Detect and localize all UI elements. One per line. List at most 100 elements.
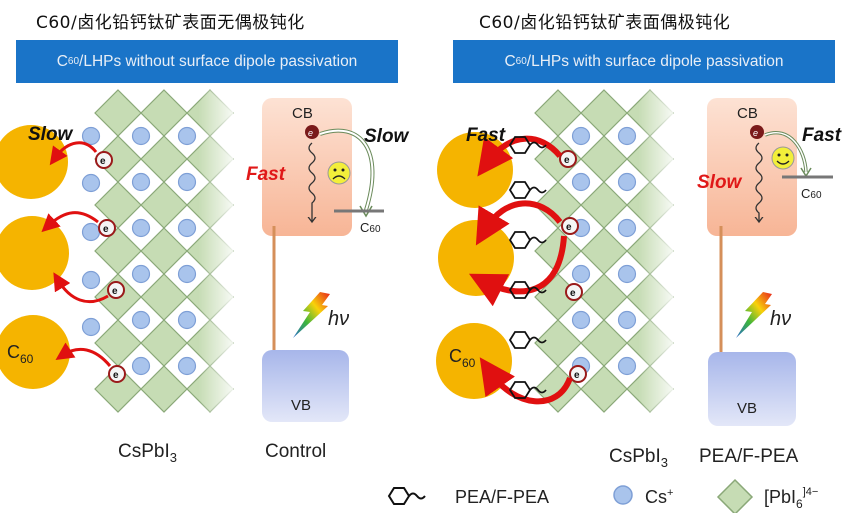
c60-sphere <box>438 220 514 296</box>
electron-icon <box>107 281 125 299</box>
left-vb-box <box>262 350 349 422</box>
right-band-diagram: CB e C60 Slow Fast VB hν PEA/F-PEA <box>697 98 842 467</box>
electron-icon <box>98 219 116 237</box>
electron-icon <box>565 283 583 301</box>
electron-icon <box>569 365 587 383</box>
right-caption: PEA/F-PEA <box>699 446 799 467</box>
right-lattice-label: CsPbI3 <box>609 446 668 470</box>
legend-item-pbi6: [PbI6]4− <box>716 478 818 513</box>
electron-icon <box>559 150 577 168</box>
happy-face-icon <box>771 146 795 170</box>
left-transfer-label: Slow <box>28 124 74 145</box>
right-c60-label: C60 <box>449 346 476 370</box>
pea-molecule <box>508 331 532 349</box>
left-perovskite-lattice <box>94 89 234 413</box>
left-banner-sub: 60 <box>67 56 80 67</box>
left-extraction-label: Slow <box>364 126 410 147</box>
left-title: C60/卤化铅钙钛矿表面无偶极钝化 <box>36 13 305 33</box>
right-banner-sub: 60 <box>515 56 527 67</box>
electron-glyph: e <box>570 288 576 299</box>
cs-ion <box>81 222 101 242</box>
left-acceptor-label: C60 <box>360 220 381 235</box>
cs-ion <box>81 173 101 193</box>
electron-glyph: e <box>566 222 572 233</box>
left-vb-label: VB <box>291 397 311 414</box>
legend-item-pea: PEA/F-PEA <box>387 487 549 507</box>
pea-molecule <box>508 181 532 199</box>
left-recombination-arrow <box>309 142 315 222</box>
right-extraction-arrow-inner <box>764 132 807 173</box>
left-cb-electron-icon <box>305 125 319 139</box>
legend-item-cs: Cs+ <box>613 485 673 507</box>
right-vb-box <box>708 352 796 426</box>
cs-ion-icon <box>613 485 633 505</box>
legend-label-pbi6: [PbI6]4− <box>764 486 818 511</box>
pea-molecule <box>508 231 532 249</box>
cs-ion <box>81 126 101 146</box>
legend-label-cs: Cs+ <box>645 487 673 507</box>
right-cb-label: CB <box>737 105 758 122</box>
pea-chain <box>529 141 547 149</box>
right-recombination-label: Slow <box>697 172 743 193</box>
right-photon-bolt-icon <box>736 292 772 338</box>
c60-sphere <box>0 125 68 199</box>
c60-sphere <box>0 315 70 389</box>
lattice-fade <box>535 90 673 412</box>
pea-chain <box>529 186 547 194</box>
legend: PEA/F-PEA Cs+ [PbI6]4− <box>387 478 818 513</box>
left-banner-text: /LHPs without surface dipole passivation <box>79 52 358 70</box>
right-extraction-label: Fast <box>802 125 842 146</box>
cs-ion <box>81 317 101 337</box>
right-recombination-arrow <box>756 142 762 222</box>
electron-icon <box>108 365 126 383</box>
left-caption: Control <box>265 441 326 462</box>
left-cb-electron-glyph: e <box>308 128 313 138</box>
fast-transfer-arrow <box>475 200 563 246</box>
right-banner-c: C <box>504 52 516 70</box>
right-acceptor-label: C60 <box>801 186 822 201</box>
right-cb-electron-glyph: e <box>753 128 758 138</box>
left-lattice-label: CsPbI3 <box>118 441 177 465</box>
fast-transfer-arrow <box>477 135 563 177</box>
c60-sphere <box>0 216 69 290</box>
pea-molecule-icon <box>387 487 411 505</box>
pea-chain <box>529 286 547 294</box>
right-title: C60/卤化铅钙钛矿表面偶极钝化 <box>479 13 731 33</box>
pbi6-octahedron-icon <box>716 478 754 513</box>
legend-label-pea: PEA/F-PEA <box>455 487 549 507</box>
pea-chain-icon <box>408 492 426 500</box>
dynamic-marks: e e e e e e e e <box>0 125 587 405</box>
left-extraction-arrowhead <box>359 205 373 218</box>
left-cb-label: CB <box>292 105 313 122</box>
electron-glyph: e <box>103 224 109 235</box>
electron-glyph: e <box>564 155 570 166</box>
pea-chain <box>529 386 547 394</box>
left-banner-c: C <box>56 52 68 70</box>
sad-face-icon <box>327 161 351 185</box>
electron-glyph: e <box>113 370 119 381</box>
lattice-fade <box>95 90 233 412</box>
left-recombination-label: Fast <box>246 164 286 185</box>
electron-icon <box>95 151 113 169</box>
electron-icon <box>561 217 579 235</box>
right-photon-label: hν <box>770 308 791 330</box>
right-vb-label: VB <box>737 400 757 417</box>
pea-chain <box>529 236 547 244</box>
right-transfer-label: Fast <box>466 125 506 146</box>
left-extraction-arrow-inner <box>319 129 374 211</box>
electron-glyph: e <box>574 370 580 381</box>
left-c60-label: C60 <box>7 342 34 366</box>
right-cb-electron-icon <box>750 125 764 139</box>
slow-transfer-arrow <box>53 272 109 304</box>
pea-chain <box>529 336 547 344</box>
slow-transfer-arrow <box>55 342 112 367</box>
slow-transfer-arrow <box>41 211 99 233</box>
electron-glyph: e <box>100 156 106 167</box>
fast-transfer-arrow <box>479 357 573 405</box>
right-banner-text: /LHPs with surface dipole passivation <box>526 52 784 70</box>
cs-ion <box>81 270 101 290</box>
right-perovskite-lattice <box>534 89 674 413</box>
